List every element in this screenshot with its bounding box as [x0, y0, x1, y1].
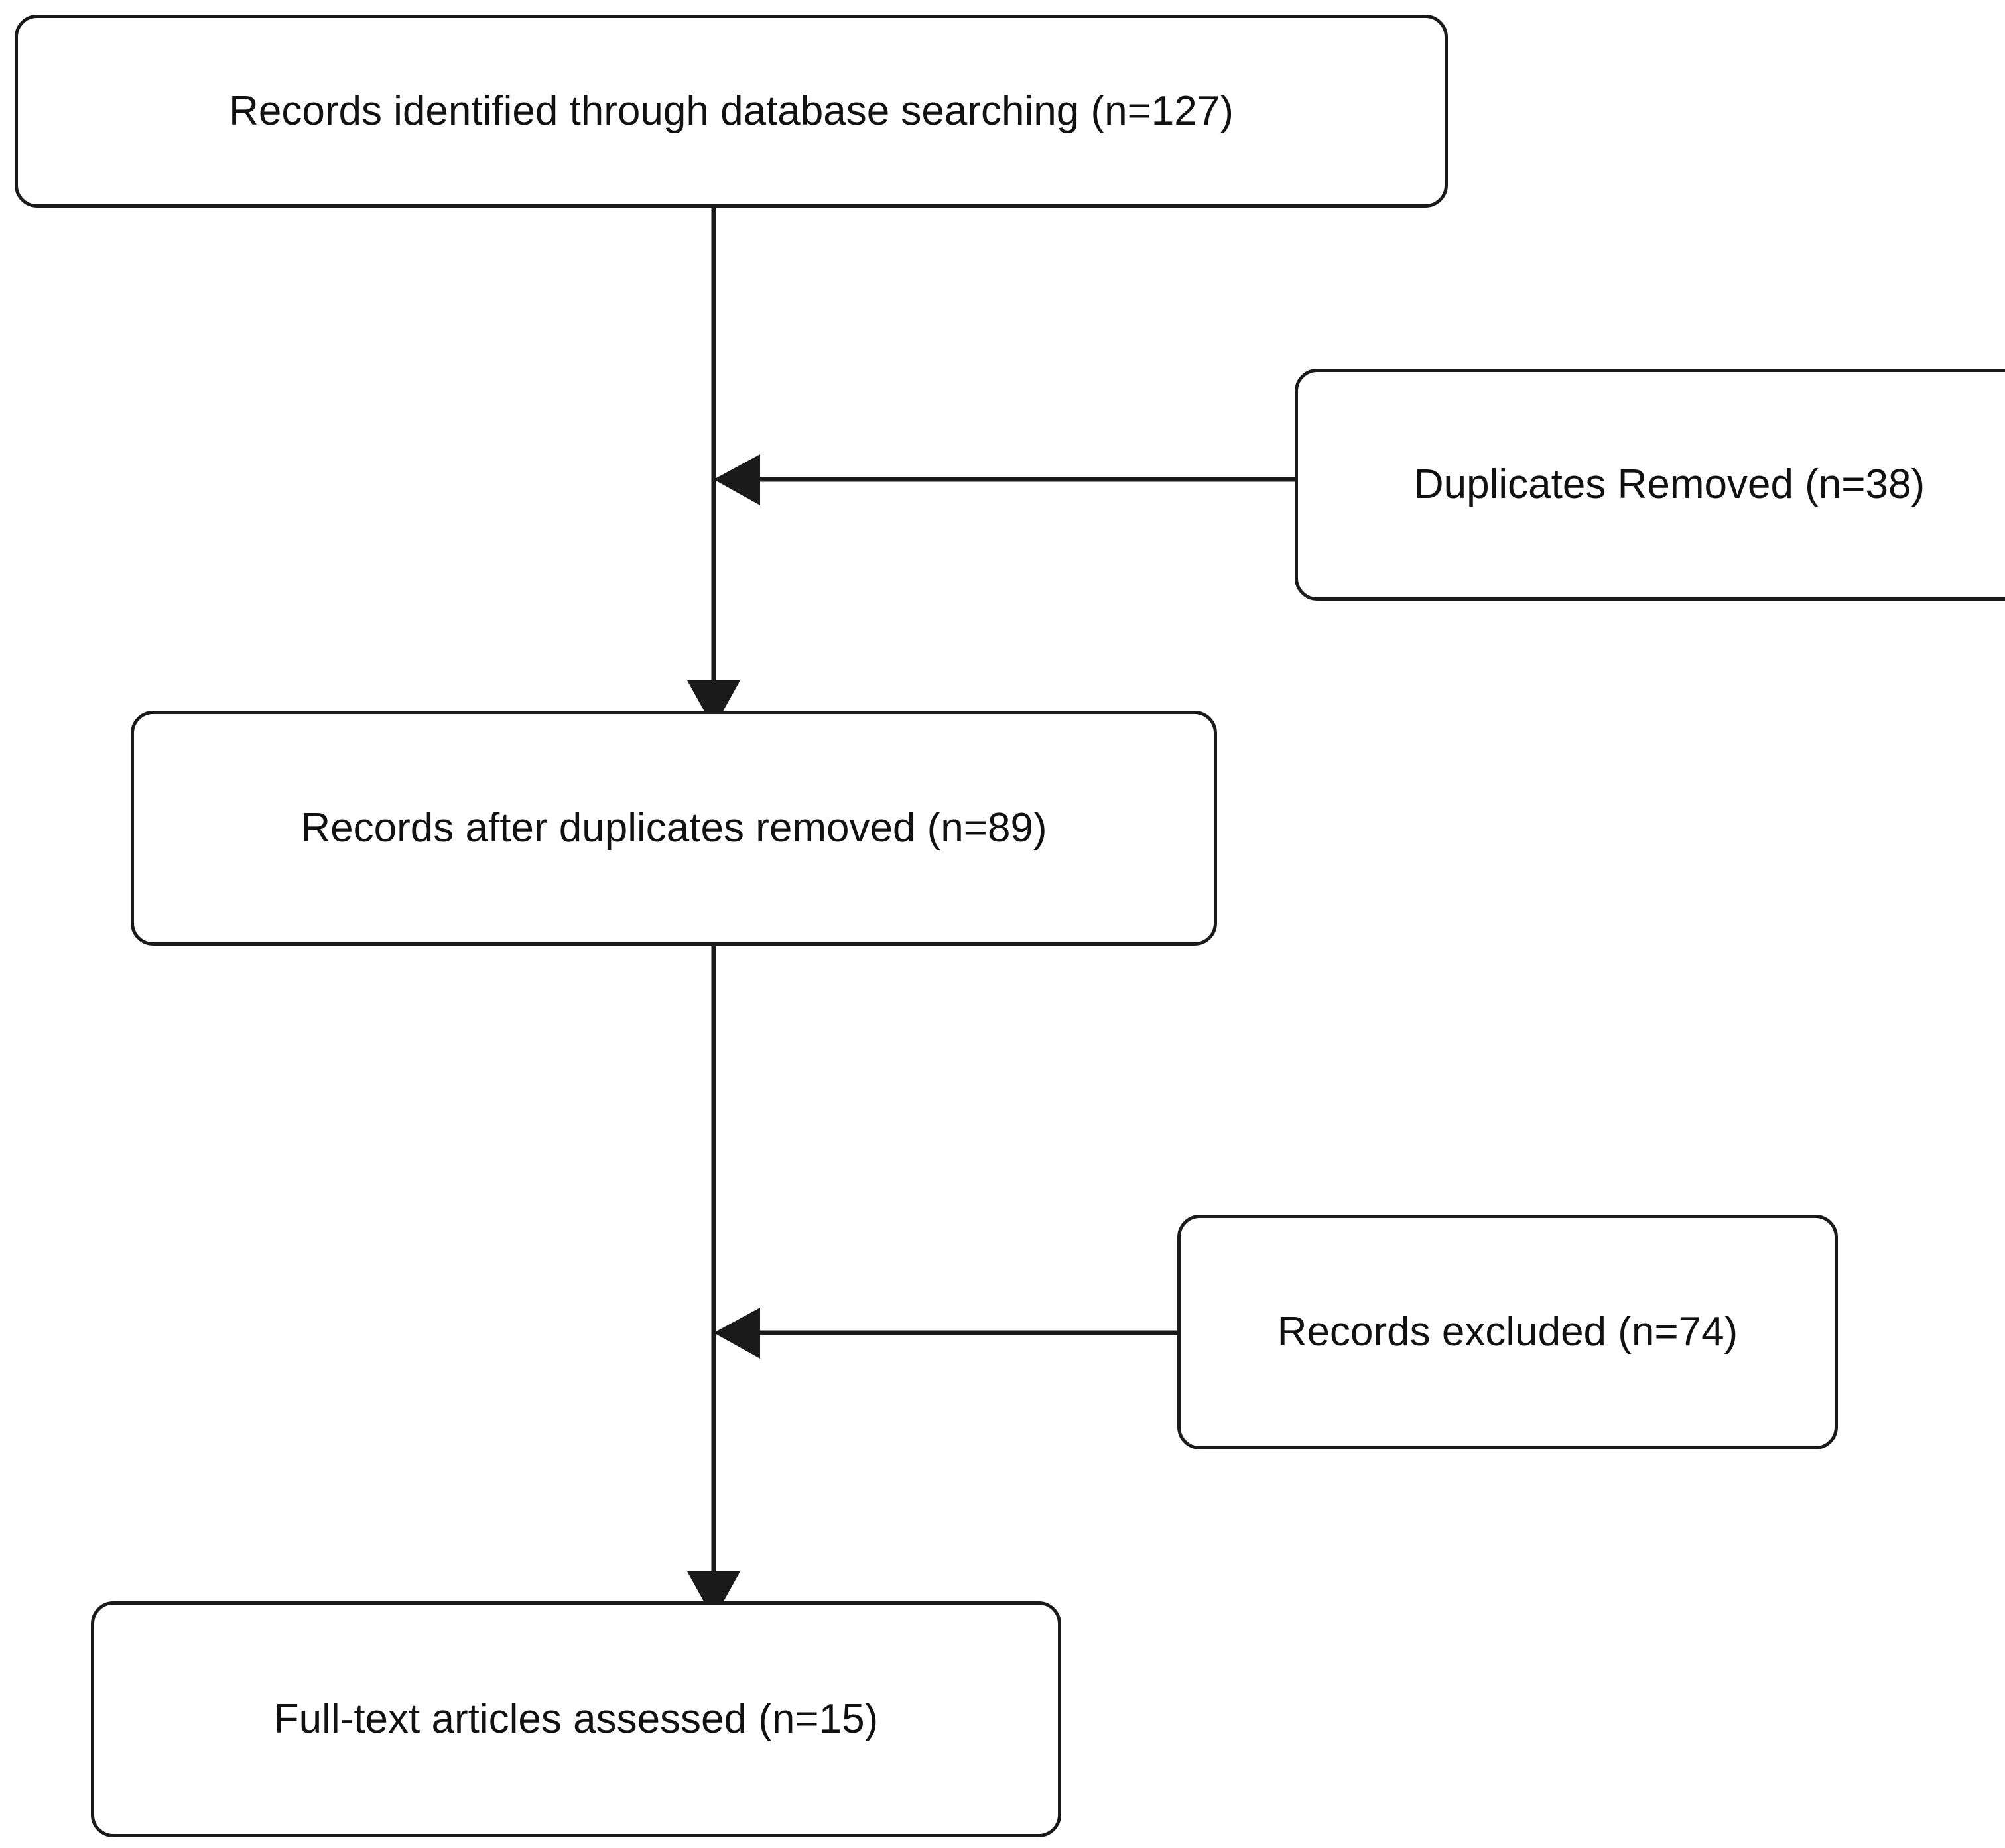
edge-identified-to-after-duplicates	[687, 208, 740, 728]
node-fulltext-assessed-label: Full-text articles assessed (n=15)	[273, 1696, 879, 1743]
node-records-identified-label: Records identified through database sear…	[229, 88, 1234, 134]
edge-excluded-to-main-flow	[714, 1308, 1177, 1359]
node-records-after-duplicates[interactable]: Records after duplicates removed (n=89)	[131, 711, 1217, 946]
node-records-after-duplicates-label: Records after duplicates removed (n=89)	[300, 805, 1047, 851]
edge-duplicates-to-main-flow	[714, 454, 1295, 505]
node-records-excluded[interactable]: Records excluded (n=74)	[1177, 1215, 1838, 1449]
node-records-excluded-label: Records excluded (n=74)	[1277, 1309, 1738, 1355]
node-duplicates-removed[interactable]: Duplicates Removed (n=38)	[1295, 369, 2005, 601]
edge-after-duplicates-to-fulltext	[687, 946, 740, 1619]
node-duplicates-removed-label: Duplicates Removed (n=38)	[1413, 462, 1925, 508]
node-fulltext-assessed[interactable]: Full-text articles assessed (n=15)	[91, 1601, 1061, 1837]
node-records-identified[interactable]: Records identified through database sear…	[15, 15, 1448, 208]
